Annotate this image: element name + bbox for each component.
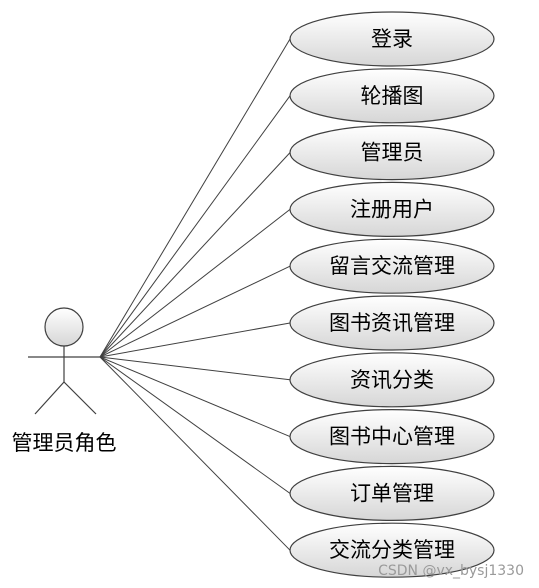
use-case-ellipse [289,125,495,181]
use-case: 登录 [289,11,495,67]
use-case-ellipse [289,522,495,578]
use-case-label: 轮播图 [361,84,424,108]
association-line [99,95,291,358]
use-case-ellipse [289,68,495,124]
association-line [99,356,291,494]
use-case-label: 图书资讯管理 [329,311,455,335]
use-case-ellipse [289,409,495,465]
use-case-label: 资讯分类 [350,368,434,392]
use-case-label: 订单管理 [350,481,434,505]
use-case: 订单管理 [289,465,495,521]
association-line [99,209,291,358]
association-line [99,265,291,358]
use-case: 注册用户 [289,181,495,237]
use-case: 资讯分类 [289,352,495,408]
association-line [99,322,291,358]
association-line [99,356,291,551]
association-line [99,356,291,381]
use-case-ellipse [289,465,495,521]
actor-right-leg [63,381,97,415]
actor-figure [28,307,100,415]
actor-label: 管理员角色 [12,431,117,455]
watermark: CSDN @vx_bysj1330 [378,563,524,579]
use-case-label: 交流分类管理 [329,538,455,562]
actor-head [44,307,84,347]
use-case: 图书资讯管理 [289,295,495,351]
use-case: 留言交流管理 [289,238,495,294]
use-case-label: 管理员 [361,141,424,165]
use-case-list: 登录轮播图管理员注册用户留言交流管理图书资讯管理资讯分类图书中心管理订单管理交流… [289,11,495,578]
use-case-ellipse [289,352,495,408]
use-case-ellipse [289,11,495,67]
association-lines [99,38,291,551]
association-line [99,356,291,438]
actor-left-leg [34,381,65,415]
use-case: 轮播图 [289,68,495,124]
use-case-ellipse [289,181,495,237]
use-case: 管理员 [289,125,495,181]
use-case-label: 图书中心管理 [329,425,455,449]
association-line [99,38,291,358]
use-case-label: 注册用户 [350,197,434,221]
use-case: 图书中心管理 [289,409,495,465]
use-case-label: 登录 [371,27,413,51]
use-case-label: 留言交流管理 [329,254,455,278]
association-line [99,152,291,358]
use-case-ellipse [289,295,495,351]
use-case-ellipse [289,238,495,294]
use-case: 交流分类管理 [289,522,495,578]
